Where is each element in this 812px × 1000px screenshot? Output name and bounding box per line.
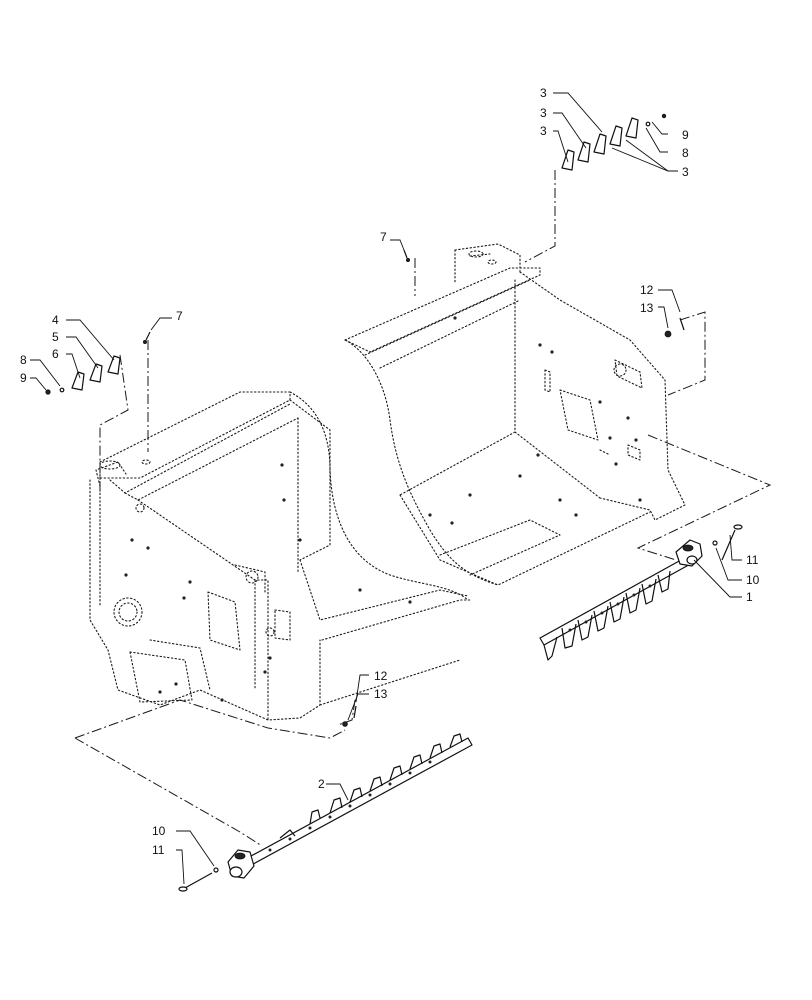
callout-12-lower: 12 (374, 669, 388, 683)
callout-4: 4 (52, 313, 59, 327)
callout-7-left: 7 (176, 309, 183, 323)
knife-assembly-left (178, 733, 473, 892)
callout-8-top-right: 8 (682, 146, 689, 160)
callout-3-right: 3 (682, 165, 689, 179)
callout-3-top: 3 (540, 86, 547, 100)
callout-9-left: 9 (20, 371, 27, 385)
callout-6: 6 (52, 347, 59, 361)
alignment-lines (74, 170, 772, 847)
guard-stack-top-right (561, 113, 667, 171)
right-frame-assembly (344, 243, 686, 586)
callout-3-low: 3 (540, 124, 547, 138)
callout-11-lower: 11 (152, 843, 165, 857)
callout-10-lower: 10 (152, 824, 166, 838)
callout-13-right: 13 (640, 301, 654, 315)
fasteners (142, 249, 685, 727)
callout-11-right: 11 (746, 553, 759, 567)
guard-stack-left (45, 355, 121, 395)
leader-lines (30, 92, 742, 885)
left-frame-assembly (89, 391, 471, 721)
callout-labels: 3 3 3 9 8 3 7 12 13 7 4 5 6 8 9 11 10 1 … (20, 86, 760, 857)
callout-10-right: 10 (746, 573, 760, 587)
callout-1: 1 (746, 590, 753, 604)
callout-2: 2 (318, 777, 325, 791)
callout-3-mid: 3 (540, 106, 547, 120)
callout-7-right: 7 (380, 230, 387, 244)
knife-assembly-right (539, 524, 743, 661)
callout-13-lower: 13 (374, 687, 388, 701)
callout-5: 5 (52, 330, 59, 344)
callout-12-right: 12 (640, 283, 654, 297)
callout-9-top-right: 9 (682, 128, 689, 142)
callout-8-left: 8 (20, 353, 27, 367)
